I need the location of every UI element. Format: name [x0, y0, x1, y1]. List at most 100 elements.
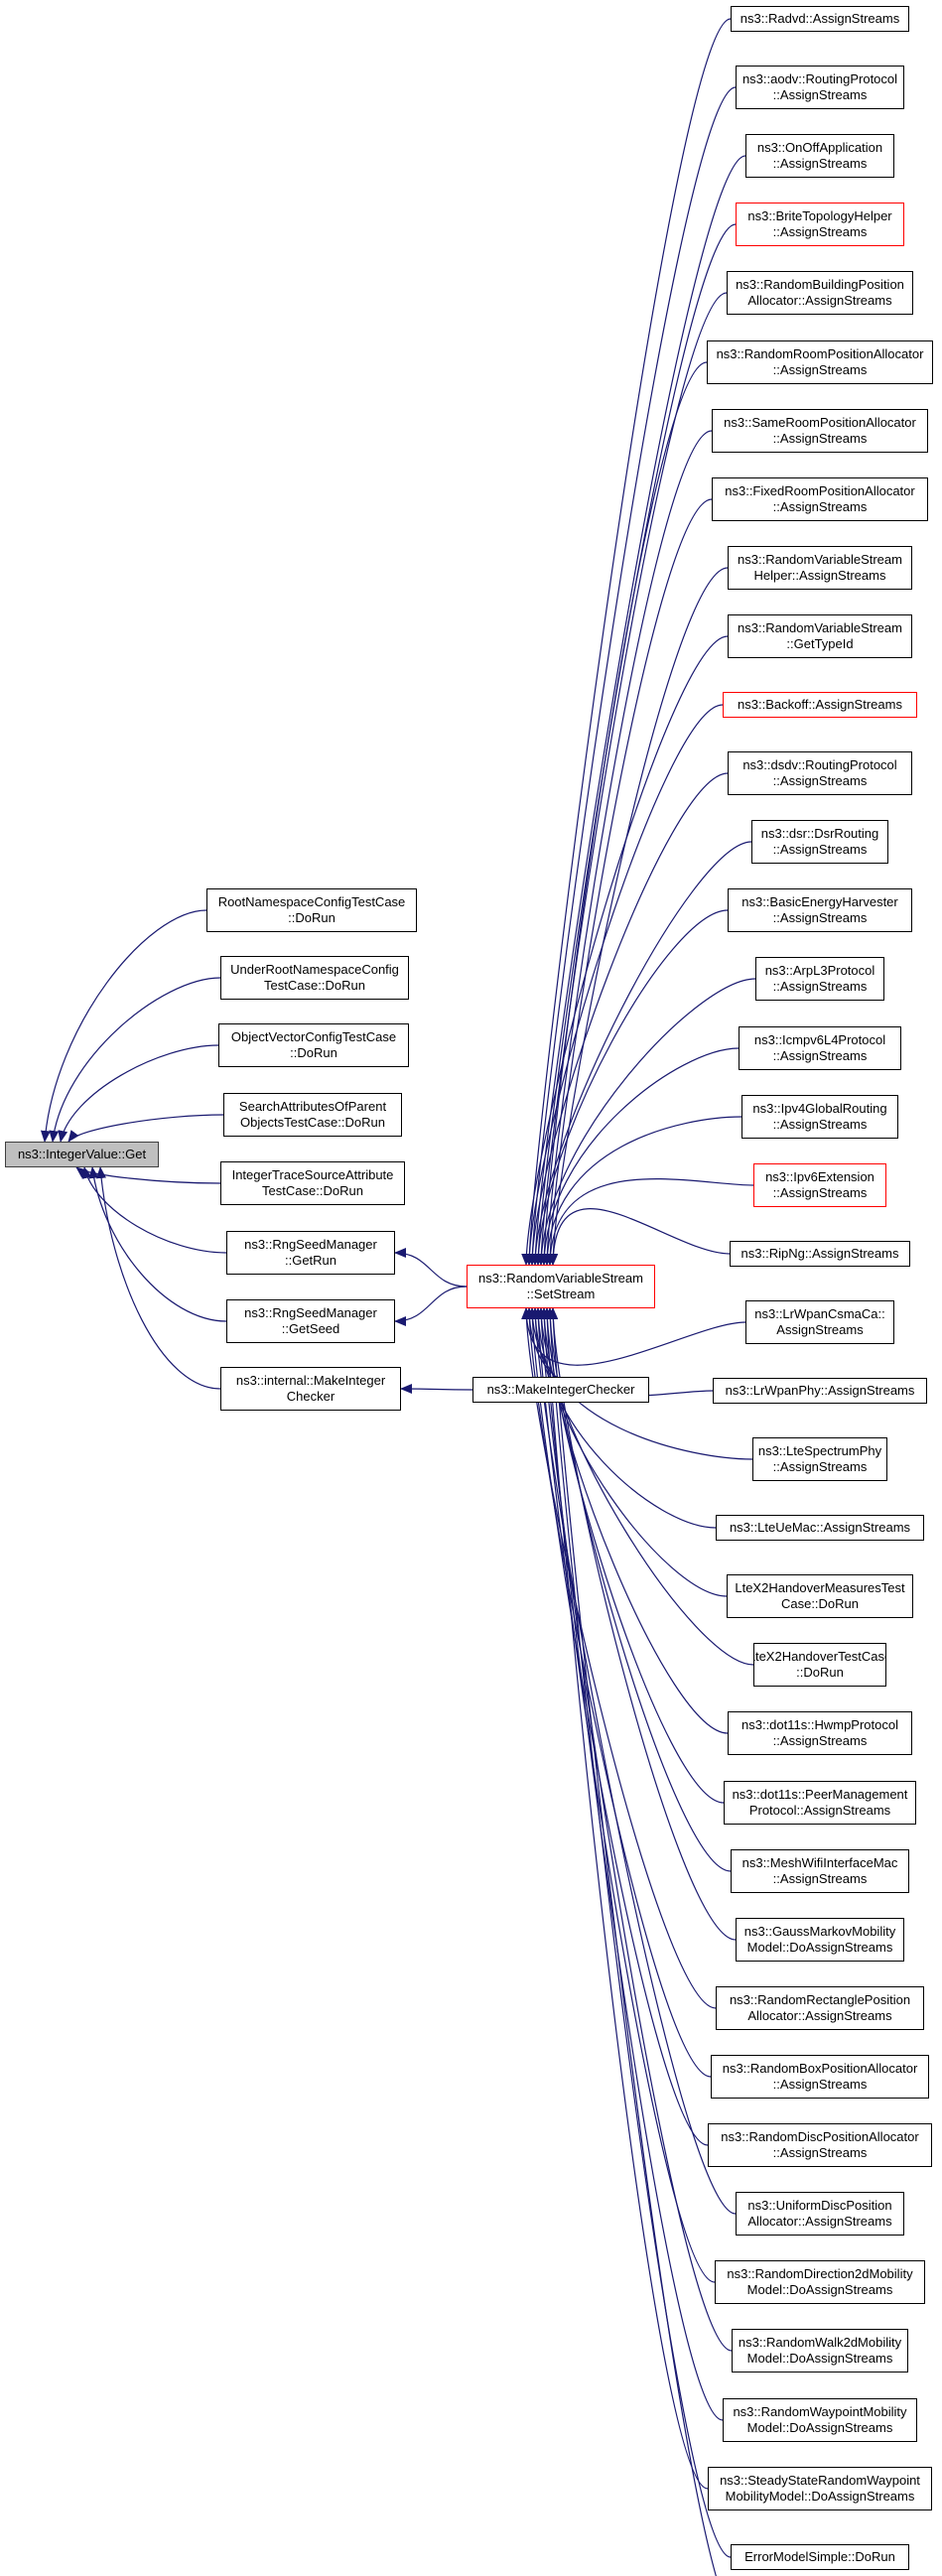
edge-makeint-to-makeint_internal: [400, 1384, 473, 1395]
edge-ipv4global-to-setstream: [542, 1116, 742, 1266]
node-icmpv6[interactable]: ns3::Icmpv6L4Protocol::AssignStreams: [739, 1026, 901, 1070]
node-integer_get: ns3::IntegerValue::Get: [5, 1142, 159, 1167]
node-meshwifi[interactable]: ns3::MeshWifiInterfaceMac::AssignStreams: [731, 1849, 909, 1893]
node-rootns[interactable]: RootNamespaceConfigTestCase::DoRun: [206, 888, 417, 932]
node-getrun[interactable]: ns3::RngSeedManager::GetRun: [226, 1231, 395, 1275]
node-ltespectrum[interactable]: ns3::LteSpectrumPhy::AssignStreams: [752, 1437, 887, 1481]
node-hwmp[interactable]: ns3::dot11s::HwmpProtocol::AssignStreams: [728, 1711, 912, 1755]
node-fixedroom[interactable]: ns3::FixedRoomPositionAllocator::AssignS…: [712, 477, 928, 521]
edge-randbox-to-setstream: [524, 1307, 712, 2078]
node-dsdv[interactable]: ns3::dsdv::RoutingProtocol::AssignStream…: [728, 751, 912, 795]
node-label-line: ::AssignStreams: [772, 1871, 868, 1886]
node-label-line: ns3::RandomBoxPositionAllocator: [722, 2061, 918, 2076]
node-lteuemac[interactable]: ns3::LteUeMac::AssignStreams: [716, 1515, 924, 1541]
node-ipv6ext[interactable]: ns3::Ipv6Extension::AssignStreams: [753, 1163, 886, 1207]
node-label-line: ns3::dot11s::PeerManagement: [732, 1787, 908, 1802]
node-label-line: ::AssignStreams: [772, 1459, 868, 1474]
edge-fixedroom-to-setstream: [545, 498, 713, 1266]
edge-getseed-to-integer_get: [88, 1166, 227, 1322]
node-label-line: ns3::aodv::RoutingProtocol: [741, 71, 898, 86]
node-label-line: ::AssignStreams: [772, 1117, 868, 1132]
node-label-line: ::GetSeed: [281, 1321, 340, 1336]
edge-ipv6ext-to-setstream: [545, 1178, 754, 1266]
node-label-line: Case::DoRun: [780, 1596, 860, 1611]
node-label-line: ns3::LteUeMac::AssignStreams: [729, 1520, 911, 1535]
edge-dsr-to-setstream: [530, 841, 752, 1266]
node-makeint[interactable]: ns3::MakeIntegerChecker: [472, 1377, 649, 1403]
node-label-line: ns3::Icmpv6L4Protocol: [753, 1032, 886, 1047]
node-randbox[interactable]: ns3::RandomBoxPositionAllocator::AssignS…: [711, 2055, 929, 2099]
node-dsr[interactable]: ns3::dsr::DsrRouting::AssignStreams: [751, 820, 888, 864]
node-ipv4global[interactable]: ns3::Ipv4GlobalRouting::AssignStreams: [741, 1095, 898, 1139]
node-sameroom[interactable]: ns3::SameRoomPositionAllocator::AssignSt…: [712, 409, 928, 453]
edge-randrect-to-setstream: [521, 1307, 717, 2009]
edge-searchattr-to-integer_get: [67, 1114, 224, 1143]
node-label-line: Model::DoAssignStreams: [746, 1940, 893, 1955]
node-label-line: ObjectsTestCase::DoRun: [240, 1115, 385, 1130]
node-backoff[interactable]: ns3::Backoff::AssignStreams: [723, 692, 917, 718]
node-label-line: LteX2HandoverTestCase: [753, 1649, 886, 1664]
node-errmodel[interactable]: ErrorModelSimple::DoRun: [731, 2544, 909, 2570]
node-rvstypeid[interactable]: ns3::RandomVariableStream::GetTypeId: [728, 614, 912, 658]
node-ripng[interactable]: ns3::RipNg::AssignStreams: [730, 1241, 910, 1267]
edge-steadystate-to-setstream: [542, 1307, 709, 2490]
edge-randroom-to-setstream: [539, 361, 708, 1266]
node-label-line: ::AssignStreams: [772, 1048, 868, 1063]
edge-getrun-to-integer_get: [81, 1166, 227, 1254]
node-radvd[interactable]: ns3::Radvd::AssignStreams: [731, 6, 909, 32]
node-energyharv[interactable]: ns3::BasicEnergyHarvester::AssignStreams: [728, 888, 912, 932]
node-label-line: ::AssignStreams: [772, 2077, 868, 2092]
node-label-line: IntegerTraceSourceAttribute: [231, 1167, 394, 1182]
node-arpl3[interactable]: ns3::ArpL3Protocol::AssignStreams: [755, 957, 884, 1001]
node-label-line: ::AssignStreams: [772, 1185, 868, 1200]
node-randdisc[interactable]: ns3::RandomDiscPositionAllocator::Assign…: [708, 2123, 932, 2167]
node-setstream[interactable]: ns3::RandomVariableStream::SetStream: [467, 1265, 655, 1308]
edge-randdisc-to-setstream: [527, 1307, 709, 2146]
node-label-line: ns3::RandomDiscPositionAllocator: [721, 2129, 919, 2144]
node-label-line: Protocol::AssignStreams: [748, 1803, 891, 1818]
node-label-line: ns3::SameRoomPositionAllocator: [724, 415, 916, 430]
node-label-line: UnderRootNamespaceConfig: [230, 962, 399, 977]
node-label-line: ns3::RandomWaypointMobility: [733, 2404, 907, 2419]
node-label-line: ::GetTypeId: [786, 636, 854, 651]
node-aodv[interactable]: ns3::aodv::RoutingProtocol::AssignStream…: [736, 66, 904, 109]
node-brite[interactable]: ns3::BriteTopologyHelper::AssignStreams: [736, 203, 904, 246]
node-getseed[interactable]: ns3::RngSeedManager::GetSeed: [226, 1299, 395, 1343]
node-label-line: ::DoRun: [288, 910, 336, 925]
node-label-line: Model::DoAssignStreams: [746, 2420, 893, 2435]
node-label-line: TestCase::DoRun: [262, 1183, 363, 1198]
edge-icmpv6-to-setstream: [539, 1047, 740, 1266]
node-lrwpancsma[interactable]: ns3::LrWpanCsmaCa::AssignStreams: [745, 1300, 894, 1344]
node-lrwpanphy[interactable]: ns3::LrWpanPhy::AssignStreams: [713, 1378, 927, 1404]
node-label-line: ns3::dsdv::RoutingProtocol: [742, 757, 897, 772]
node-onoff[interactable]: ns3::OnOffApplication::AssignStreams: [745, 134, 894, 178]
edge-lteuemac-to-setstream: [530, 1307, 717, 1529]
edge-makeint_internal-to-integer_get: [96, 1166, 221, 1390]
edge-rvshelper-to-setstream: [548, 567, 729, 1266]
node-randroom[interactable]: ns3::RandomRoomPositionAllocator::Assign…: [707, 340, 933, 384]
edge-energyharv-to-setstream: [533, 909, 729, 1266]
node-ltex2ho[interactable]: LteX2HandoverTestCase::DoRun: [753, 1643, 886, 1687]
node-label-line: ns3::ArpL3Protocol: [764, 963, 875, 978]
node-label-line: ::AssignStreams: [772, 2145, 868, 2160]
node-label-line: ns3::SteadyStateRandomWaypoint: [720, 2473, 920, 2488]
edge-aodv-to-setstream: [527, 86, 737, 1266]
edge-underroot-to-integer_get: [49, 977, 221, 1143]
node-objvector[interactable]: ObjectVectorConfigTestCase::DoRun: [218, 1023, 409, 1067]
